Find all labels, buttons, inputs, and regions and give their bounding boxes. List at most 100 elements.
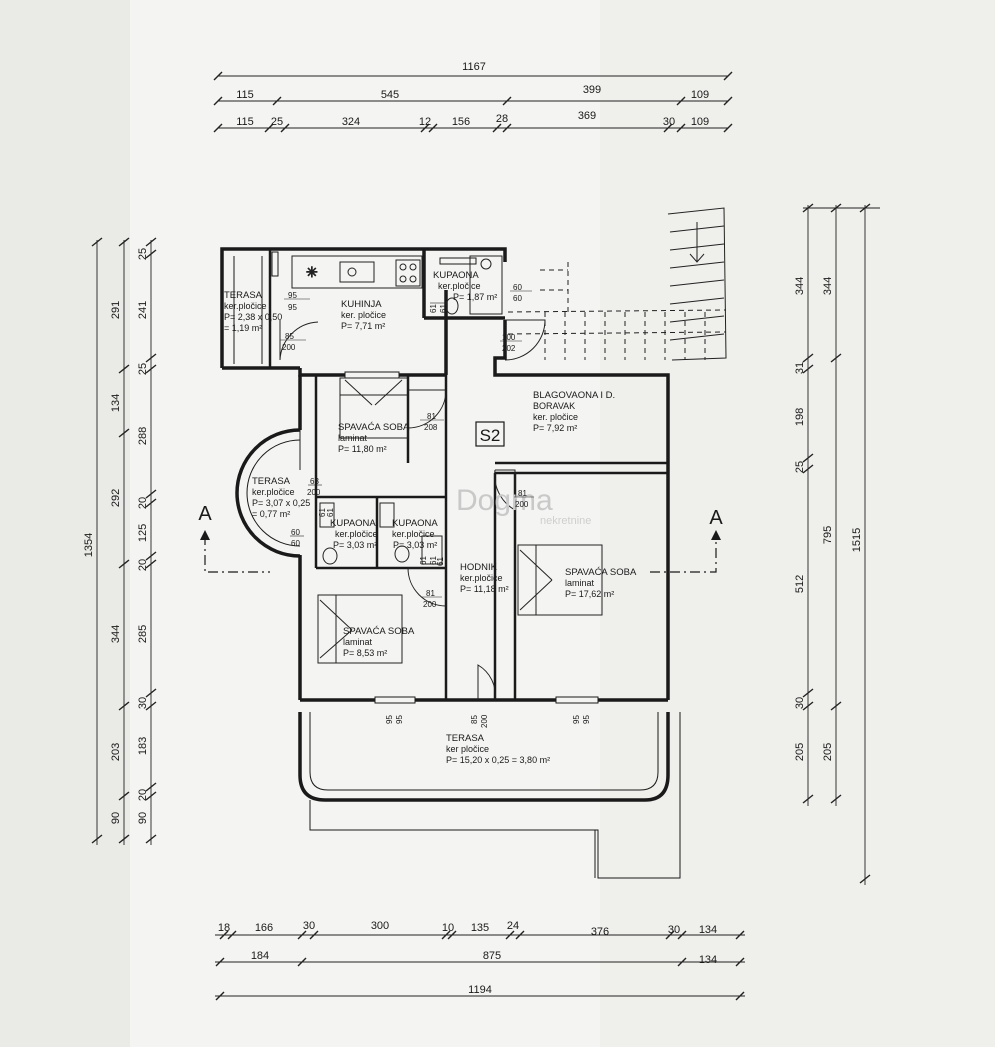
left-dim-value: 20 <box>137 497 149 509</box>
bottom-dim-value: 184 <box>251 950 269 962</box>
svg-text:KUPAONA: KUPAONA <box>392 518 438 529</box>
room-hallway: HODNIK ker.pločice P= 11,18 m² <box>460 562 509 594</box>
top-dim-value: 545 <box>381 89 399 101</box>
left-dim-value: 30 <box>137 697 149 709</box>
top-dim-value: 30 <box>663 116 675 128</box>
room-kitchen: KUHINJA ker. pločice P= 7,71 m² <box>341 299 386 331</box>
right-dim-value: 795 <box>822 526 834 544</box>
opening-height: 200 <box>480 714 489 728</box>
top-dim-value: 115 <box>236 116 254 128</box>
left-dim-value: 285 <box>137 625 149 643</box>
room-bedroom-2: SPAVAĆA SOBA laminat P= 17,62 m² <box>565 567 637 599</box>
svg-text:TERASA: TERASA <box>224 290 263 301</box>
opening-width: 81 <box>426 589 435 598</box>
svg-text:P= 11,18 m²: P= 11,18 m² <box>460 584 509 594</box>
opening-height: 61 <box>439 304 448 313</box>
right-dim-value: 198 <box>794 408 806 426</box>
opening-height: 200 <box>423 600 437 609</box>
opening-width: 81 <box>518 489 527 498</box>
opening-width: 85 <box>285 332 294 341</box>
staircase <box>507 207 727 361</box>
opening-width: 60 <box>513 283 522 292</box>
right-dim-value: 344 <box>822 277 834 295</box>
room-terrace-top-left: TERASA ker.pločice P= 2,38 x 0,50 = 1,19… <box>224 290 282 333</box>
section-line <box>204 535 717 573</box>
room-bathroom-right: KUPAONA ker.pločice P= 3,03 m² <box>392 518 438 550</box>
room-bedroom-1: SPAVAĆA SOBA laminat P= 11,80 m² <box>338 422 410 454</box>
svg-text:P= 7,71 m²: P= 7,71 m² <box>341 321 385 331</box>
kitchen-fixtures: ✳ <box>291 255 423 289</box>
opening-height: 60 <box>291 539 300 548</box>
section-mark-left: A <box>198 503 212 525</box>
opening-size-labels <box>280 290 534 598</box>
svg-text:KUPAONA: KUPAONA <box>330 518 376 529</box>
bottom-dim-value: 875 <box>483 950 501 962</box>
left-dim-value: 90 <box>137 812 149 824</box>
opening-width: 95 <box>288 291 297 300</box>
svg-text:BORAVAK: BORAVAK <box>533 401 575 411</box>
opening-height: 61 <box>429 556 438 565</box>
bottom-dim-value: 166 <box>255 922 273 934</box>
bottom-dim-value: 376 <box>591 926 609 938</box>
opening-height: 61 <box>326 508 335 517</box>
bottom-dim-value: 10 <box>442 922 454 934</box>
door-swings <box>279 319 546 701</box>
bottom-dim-value: 30 <box>668 924 680 936</box>
svg-text:= 0,77 m²: = 0,77 m² <box>252 509 290 519</box>
svg-text:laminat: laminat <box>565 578 595 588</box>
svg-text:HODNIK: HODNIK <box>460 562 498 573</box>
windows <box>271 251 599 704</box>
svg-text:ker.pločice: ker.pločice <box>252 487 295 497</box>
opening-height: 200 <box>282 343 296 352</box>
bottom-dim-total: 1194 <box>468 984 492 996</box>
opening-height: 95 <box>582 715 591 724</box>
svg-text:P= 15,20 x 0,25 = 3,80 m²: P= 15,20 x 0,25 = 3,80 m² <box>446 755 550 765</box>
left-dim-value: 20 <box>137 559 149 571</box>
bottom-dim-value: 134 <box>699 924 717 936</box>
opening-height: 95 <box>395 715 404 724</box>
opening-width: 100 <box>502 333 516 342</box>
right-dim-value: 512 <box>794 575 806 593</box>
left-dim-value: 292 <box>110 489 122 507</box>
left-dimension-chain <box>91 237 157 845</box>
svg-text:P= 8,53 m²: P= 8,53 m² <box>343 648 387 658</box>
opening-width: 60 <box>291 528 300 537</box>
bottom-dimension-chain <box>215 930 745 1001</box>
unit-label: S2 <box>480 426 501 445</box>
top-dimension-chain <box>213 71 733 133</box>
opening-height: 60 <box>513 294 522 303</box>
svg-text:ker.pločice: ker.pločice <box>392 529 435 539</box>
left-dim-value: 241 <box>137 301 149 319</box>
section-mark-right: A <box>709 507 723 529</box>
top-dim-value: 109 <box>691 116 709 128</box>
bottom-dim-value: 134 <box>699 954 717 966</box>
svg-text:laminat: laminat <box>343 637 373 647</box>
svg-text:ker.pločice: ker.pločice <box>438 281 481 291</box>
svg-text:P= 3,07 x 0,25: P= 3,07 x 0,25 <box>252 498 310 508</box>
left-dim-value: 134 <box>110 394 122 412</box>
svg-text:P= 2,38 x 0,50: P= 2,38 x 0,50 <box>224 312 282 322</box>
svg-text:ker.pločice: ker.pločice <box>460 573 503 583</box>
svg-text:P= 1,87 m²: P= 1,87 m² <box>453 292 497 302</box>
svg-text:ker.pločice: ker.pločice <box>335 529 378 539</box>
svg-text:SPAVAĆA SOBA: SPAVAĆA SOBA <box>338 422 410 433</box>
opening-width: 61 <box>419 556 428 565</box>
opening-width: 63 <box>310 477 319 486</box>
top-dim-value: 115 <box>236 89 254 101</box>
left-dim-value: 25 <box>137 248 149 260</box>
opening-height: 208 <box>424 423 438 432</box>
watermark-subtitle: nekretnine <box>540 515 591 527</box>
top-dim-value: 25 <box>271 116 283 128</box>
right-dim-value: 205 <box>822 743 834 761</box>
left-dim-value: 203 <box>110 743 122 761</box>
left-dim-value: 25 <box>137 363 149 375</box>
left-dim-value: 344 <box>110 625 122 643</box>
right-dim-total: 1515 <box>851 528 863 552</box>
left-dim-value: 90 <box>110 812 122 824</box>
section-arrow-right <box>711 530 721 540</box>
top-dim-value: 28 <box>496 113 508 125</box>
left-dim-value: 20 <box>137 789 149 801</box>
opening-width: 81 <box>427 412 436 421</box>
top-dim-value: 156 <box>452 116 470 128</box>
